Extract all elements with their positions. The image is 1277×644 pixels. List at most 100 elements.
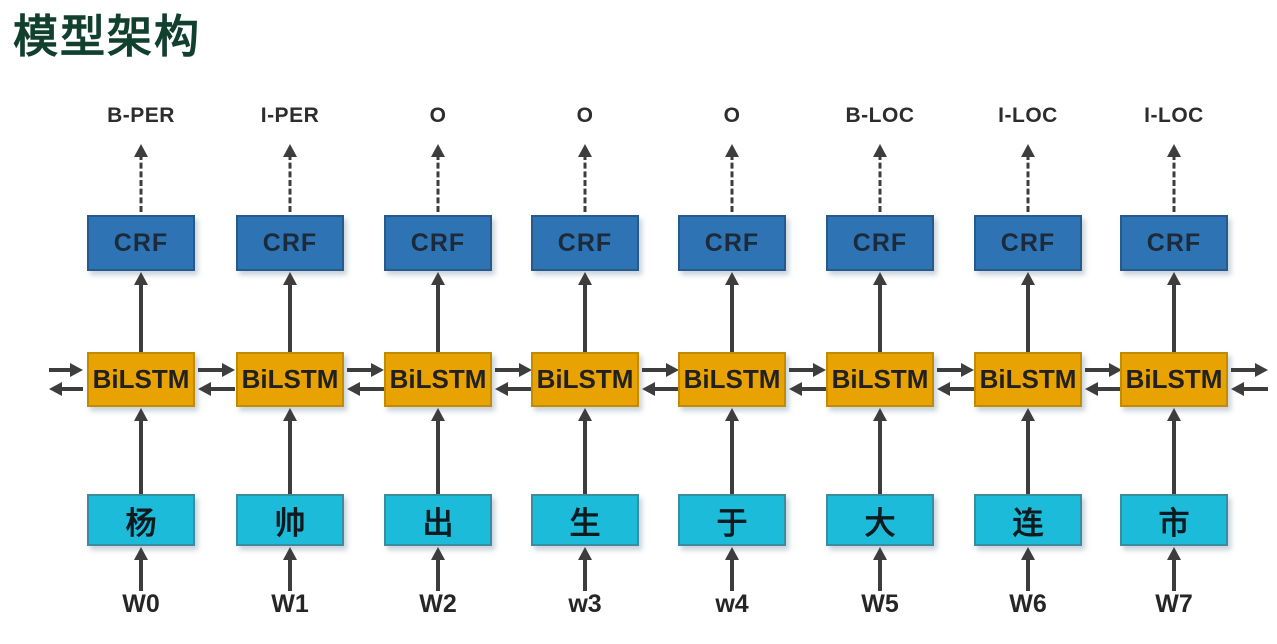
- arrow-shaft: [436, 418, 440, 494]
- arrowhead: [578, 547, 592, 560]
- up-arrow-icon: [1166, 272, 1182, 352]
- left-arrow-icon: [937, 382, 974, 396]
- right-arrow-icon: [642, 363, 679, 377]
- dashed-up-arrow-icon: [133, 144, 149, 212]
- model-column-1: I-PER CRF BiLSTM 帅 W1: [236, 0, 384, 644]
- left-arrow-icon: [1085, 382, 1122, 396]
- word-label: W1: [271, 590, 309, 618]
- model-column-3: O CRF BiLSTM 生 w3: [531, 0, 679, 644]
- crf-box: CRF: [974, 215, 1082, 271]
- arrow-shaft: [1026, 418, 1030, 494]
- arrowhead: [1021, 272, 1035, 285]
- arrowhead: [725, 144, 739, 157]
- arrowhead: [1167, 408, 1181, 421]
- arrow-shaft: [948, 387, 974, 391]
- tag-label: I-LOC: [1144, 104, 1204, 127]
- right-arrow-icon: [198, 363, 235, 377]
- word-label: W0: [122, 590, 160, 618]
- bilstm-box: BiLSTM: [678, 352, 786, 407]
- char-box: 于: [678, 494, 786, 546]
- model-column-0: B-PER CRF BiLSTM 杨 W0: [49, 0, 235, 644]
- up-arrow-icon: [724, 272, 740, 352]
- up-arrow-icon: [1166, 408, 1182, 494]
- arrow-shaft: [139, 557, 143, 591]
- up-arrow-icon: [724, 408, 740, 494]
- char-box: 出: [384, 494, 492, 546]
- tag-label: B-PER: [107, 104, 175, 127]
- up-arrow-icon: [282, 408, 298, 494]
- arrowhead: [578, 144, 592, 157]
- right-arrow-icon: [495, 363, 532, 377]
- right-arrow-icon: [937, 363, 974, 377]
- arrow-shaft: [730, 557, 734, 591]
- arrow-shaft: [1026, 557, 1030, 591]
- tag-label: O: [429, 104, 447, 127]
- word-label: W5: [861, 590, 899, 618]
- left-arrow-icon: [198, 382, 235, 396]
- arrow-shaft: [506, 387, 532, 391]
- right-arrow-icon: [1085, 363, 1122, 377]
- char-box: 连: [974, 494, 1082, 546]
- arrow-shaft: [436, 154, 440, 212]
- tag-label: I-PER: [260, 104, 320, 127]
- dashed-up-arrow-icon: [872, 144, 888, 212]
- model-column-4: O CRF BiLSTM 于 w4: [678, 0, 826, 644]
- arrowhead: [283, 408, 297, 421]
- arrow-shaft: [642, 368, 668, 372]
- crf-box: CRF: [384, 215, 492, 271]
- arrow-shaft: [288, 418, 292, 494]
- left-arrow-icon: [347, 382, 384, 396]
- arrow-shaft: [1096, 387, 1122, 391]
- arrow-shaft: [730, 154, 734, 212]
- up-arrow-icon: [133, 408, 149, 494]
- arrow-shaft: [198, 368, 224, 372]
- up-arrow-icon: [430, 408, 446, 494]
- right-arrow-icon: [347, 363, 384, 377]
- arrow-shaft: [789, 368, 815, 372]
- up-arrow-icon: [872, 408, 888, 494]
- left-arrow-icon: [495, 382, 532, 396]
- bilstm-box: BiLSTM: [974, 352, 1082, 407]
- arrow-shaft: [436, 282, 440, 352]
- arrow-shaft: [139, 282, 143, 352]
- arrow-shaft: [800, 387, 826, 391]
- arrow-shaft: [583, 418, 587, 494]
- up-arrow-icon: [577, 408, 593, 494]
- dashed-up-arrow-icon: [1166, 144, 1182, 212]
- up-arrow-icon: [133, 272, 149, 352]
- up-arrow-icon: [872, 547, 888, 591]
- model-column-6: I-LOC CRF BiLSTM 连 W6: [974, 0, 1122, 644]
- arrowhead: [431, 408, 445, 421]
- arrow-shaft: [436, 557, 440, 591]
- arrow-shaft: [288, 557, 292, 591]
- tag-label: B-LOC: [845, 104, 915, 127]
- arrow-shaft: [1242, 387, 1268, 391]
- arrowhead: [813, 363, 826, 377]
- up-arrow-icon: [1166, 547, 1182, 591]
- char-box: 大: [826, 494, 934, 546]
- word-label: w3: [568, 590, 602, 618]
- char-box: 生: [531, 494, 639, 546]
- arrowhead: [1167, 272, 1181, 285]
- left-arrow-icon: [642, 382, 679, 396]
- dashed-up-arrow-icon: [724, 144, 740, 212]
- arrowhead: [725, 272, 739, 285]
- up-arrow-icon: [577, 272, 593, 352]
- arrowhead: [1167, 547, 1181, 560]
- arrowhead: [961, 363, 974, 377]
- arrowhead: [873, 144, 887, 157]
- arrowhead: [873, 547, 887, 560]
- arrowhead: [1085, 382, 1098, 396]
- arrow-shaft: [495, 368, 521, 372]
- arrowhead: [283, 547, 297, 560]
- arrow-shaft: [1172, 282, 1176, 352]
- arrowhead: [222, 363, 235, 377]
- char-box: 市: [1120, 494, 1228, 546]
- arrowhead: [1021, 144, 1035, 157]
- word-label: W2: [419, 590, 457, 618]
- crf-box: CRF: [1120, 215, 1228, 271]
- arrow-shaft: [209, 387, 235, 391]
- arrowhead: [1021, 408, 1035, 421]
- up-arrow-icon: [430, 547, 446, 591]
- arrow-shaft: [288, 154, 292, 212]
